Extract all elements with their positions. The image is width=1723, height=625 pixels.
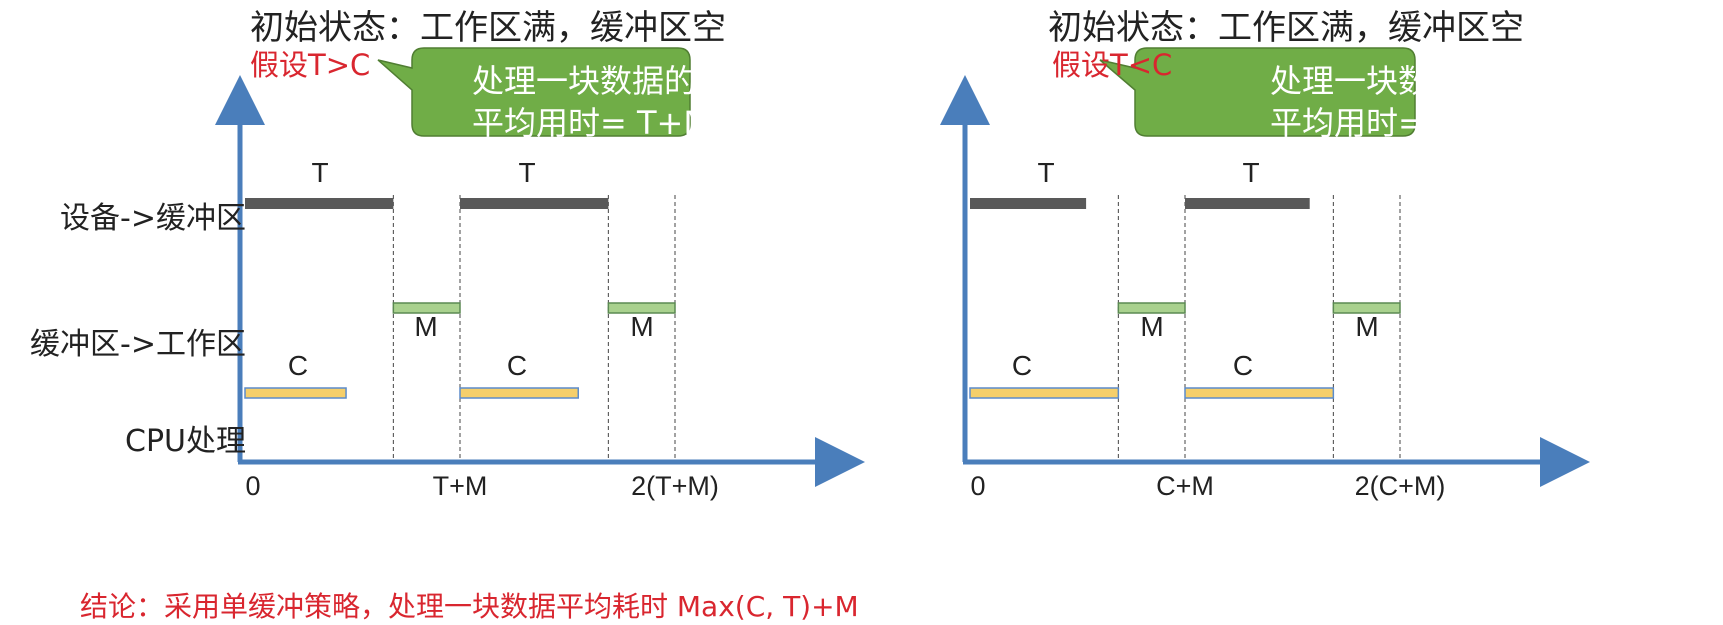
row-label-transfer: 缓冲区->工作区 xyxy=(30,327,246,362)
right-cpu-bar-1 xyxy=(969,387,1120,399)
left-transfer-bar-label-2: M xyxy=(630,311,653,342)
right-transfer-bar-2 xyxy=(1332,302,1401,314)
right-callout-text: 处理一块数据的 平均用时= C+M xyxy=(1270,62,1512,142)
conclusion-text: 结论：采用单缓冲策略，处理一块数据平均耗时 Max(C, T)+M xyxy=(80,590,859,623)
right-assumption: 假设T<C xyxy=(1052,48,1173,82)
left-cpu-bar-1 xyxy=(244,387,347,399)
row-label-device: 设备->缓冲区 xyxy=(60,201,246,236)
left-device-bar-1 xyxy=(245,198,394,209)
left-callout-text: 处理一块数据的 平均用时= T+M xyxy=(472,62,711,142)
left-cpu-bar-label-1: C xyxy=(288,350,308,381)
right-title: 初始状态：工作区满，缓冲区空 xyxy=(1048,8,1524,48)
left-device-bar-label-1: T xyxy=(311,157,328,188)
right-cpu-bar-label-2: C xyxy=(1233,350,1253,381)
right-transfer-bar-label-1: M xyxy=(1140,311,1163,342)
left-transfer-bar-1 xyxy=(392,302,461,314)
right-cpu-bar-2 xyxy=(1184,387,1335,399)
left-transfer-bar-label-1: M xyxy=(414,311,437,342)
left-title: 初始状态：工作区满，缓冲区空 xyxy=(250,8,726,48)
left-cpu-bar-2 xyxy=(459,387,579,399)
left-x-tick-0: 0 xyxy=(245,471,260,501)
right-x-tick-1: C+M xyxy=(1156,471,1214,501)
left-callout-bubble xyxy=(377,47,691,137)
left-cpu-bar-label-2: C xyxy=(507,350,527,381)
right-device-bar-label-1: T xyxy=(1037,157,1054,188)
row-label-cpu: CPU处理 xyxy=(125,424,246,459)
left-x-tick-2: 2(T+M) xyxy=(631,471,719,501)
left-x-tick-1: T+M xyxy=(433,471,488,501)
right-x-tick-0: 0 xyxy=(970,471,985,501)
right-callout-bubble xyxy=(1099,47,1416,137)
right-cpu-bar-label-1: C xyxy=(1012,350,1032,381)
right-transfer-bar-label-2: M xyxy=(1355,311,1378,342)
right-x-tick-2: 2(C+M) xyxy=(1355,471,1446,501)
left-device-bar-label-2: T xyxy=(518,157,535,188)
right-transfer-bar-1 xyxy=(1117,302,1186,314)
right-device-bar-1 xyxy=(970,198,1087,209)
right-device-bar-2 xyxy=(1185,198,1310,209)
right-device-bar-label-2: T xyxy=(1242,157,1259,188)
left-transfer-bar-2 xyxy=(607,302,676,314)
left-assumption: 假设T>C xyxy=(250,48,371,82)
left-panel: T T M M C C 0 T+M 2(T+M) xyxy=(215,47,865,501)
right-panel: T T M M C C 0 C+M 2(C+M) xyxy=(940,47,1590,501)
left-device-bar-2 xyxy=(460,198,609,209)
